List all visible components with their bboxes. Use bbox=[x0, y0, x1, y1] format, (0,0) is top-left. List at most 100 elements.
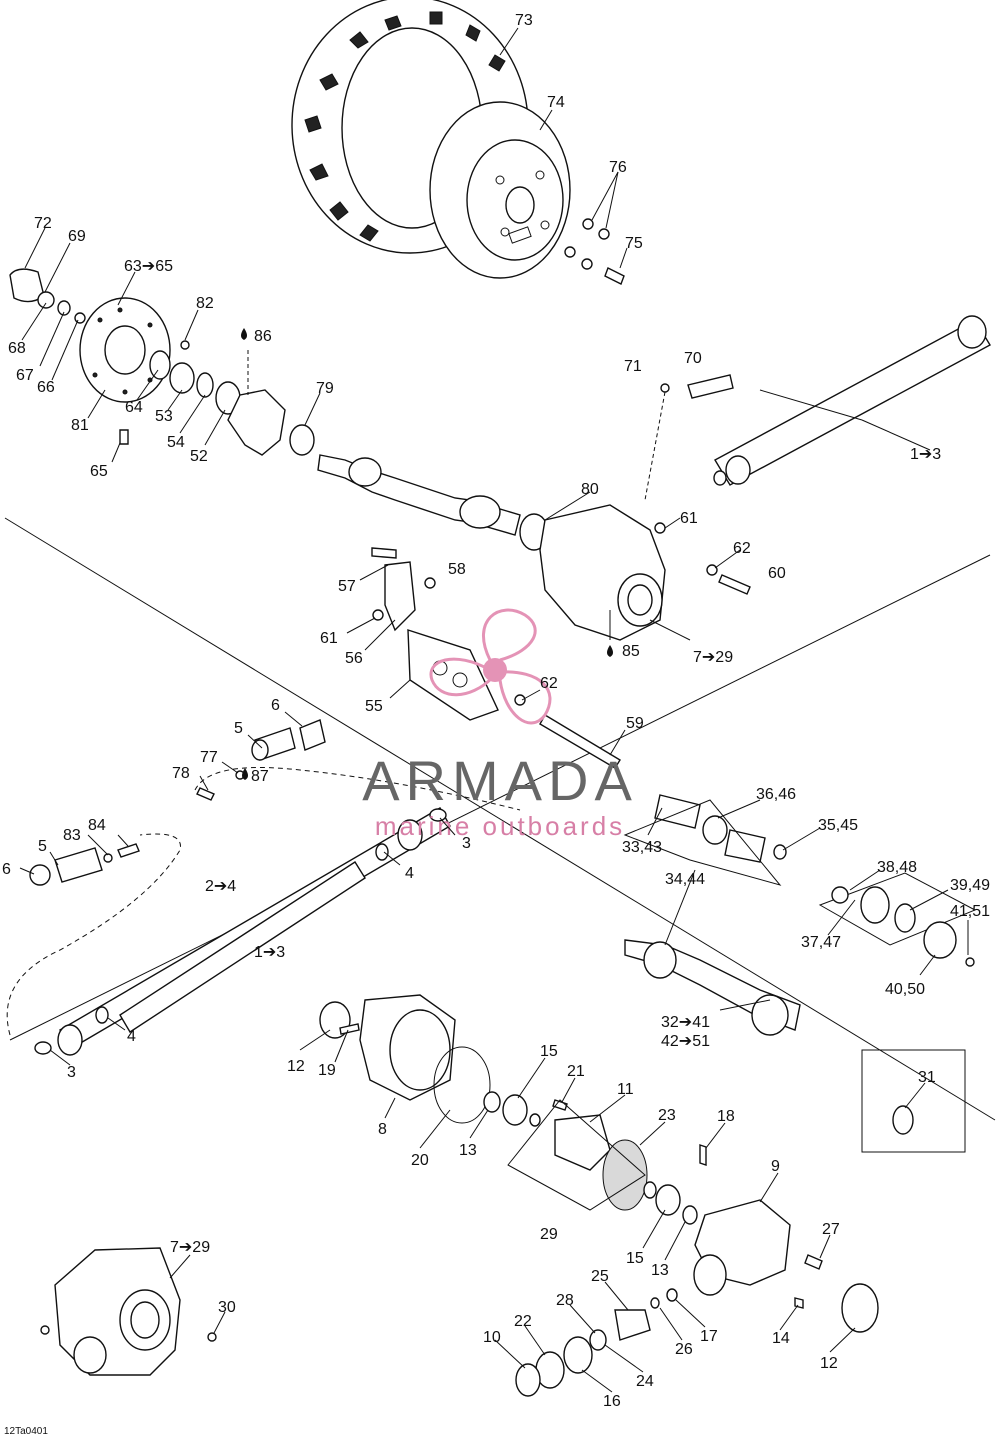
drop-icons bbox=[241, 328, 613, 780]
wheel-nuts bbox=[564, 218, 625, 285]
rear-propeller-shaft bbox=[6, 767, 521, 1056]
callout: 12 bbox=[820, 1355, 838, 1372]
callout: 57 bbox=[338, 578, 356, 595]
callout: 83 bbox=[63, 827, 81, 844]
callout: 11 bbox=[617, 1081, 634, 1098]
callout: 75 bbox=[625, 235, 643, 252]
callout: 13 bbox=[651, 1262, 669, 1279]
callout: 58 bbox=[448, 561, 466, 578]
callout: 78 bbox=[172, 765, 190, 782]
callout: 4 bbox=[127, 1028, 136, 1045]
callout: 3 bbox=[67, 1064, 76, 1081]
callout: 32➔41 bbox=[661, 1014, 710, 1031]
callout: 34,44 bbox=[665, 871, 705, 888]
assembled-differential bbox=[40, 1247, 217, 1376]
callout: 66 bbox=[37, 379, 55, 396]
callout: 17 bbox=[700, 1328, 718, 1345]
callout: 33,43 bbox=[622, 839, 662, 856]
brake-disc bbox=[79, 297, 171, 403]
drop-icon bbox=[241, 328, 247, 340]
callout: 53 bbox=[155, 408, 173, 425]
callout: 22 bbox=[514, 1313, 532, 1330]
callout: 61 bbox=[680, 510, 698, 527]
callout: 29 bbox=[540, 1226, 558, 1243]
callout: 87 bbox=[251, 768, 269, 785]
callout: 41,51 bbox=[950, 903, 990, 920]
callout: 85 bbox=[622, 643, 640, 660]
front-drive-shaft bbox=[317, 454, 549, 551]
section-divider-lines bbox=[4, 517, 996, 1121]
callout: 2➔4 bbox=[205, 878, 236, 895]
callout: 42➔51 bbox=[661, 1033, 710, 1050]
callout: 18 bbox=[717, 1108, 735, 1125]
driveshaft-couplers-lower bbox=[29, 843, 140, 886]
callout: 74 bbox=[547, 94, 565, 111]
callout: 72 bbox=[34, 215, 52, 232]
mounting-bracket bbox=[371, 547, 621, 769]
callout: 1➔3 bbox=[910, 446, 941, 463]
callout: 16 bbox=[603, 1393, 621, 1410]
callout: 59 bbox=[626, 715, 644, 732]
callout: 25 bbox=[591, 1268, 609, 1285]
callout: 15 bbox=[626, 1250, 644, 1267]
callout: 71 bbox=[624, 358, 642, 375]
callout: 36,46 bbox=[756, 786, 796, 803]
callout: 79 bbox=[316, 380, 334, 397]
callout: 5 bbox=[234, 720, 243, 737]
callout: 24 bbox=[636, 1373, 654, 1390]
callout: 86 bbox=[254, 328, 272, 345]
callout: 23 bbox=[658, 1107, 676, 1124]
callout: 7➔29 bbox=[170, 1239, 210, 1256]
wheel-rim bbox=[429, 101, 571, 279]
leader-lines bbox=[19, 27, 969, 1393]
front-differential-housing bbox=[539, 504, 751, 641]
steering-knuckle bbox=[227, 350, 315, 456]
callout: 1➔3 bbox=[254, 944, 285, 961]
drawing-code: 12Ta0401 bbox=[4, 1426, 48, 1437]
callout: 4 bbox=[405, 865, 414, 882]
armada-logo bbox=[429, 608, 552, 725]
watermark-brand: ARMADA bbox=[362, 749, 638, 812]
callout: 84 bbox=[88, 817, 106, 834]
callout: 81 bbox=[71, 417, 89, 434]
callout: 68 bbox=[8, 340, 26, 357]
drop-icon bbox=[607, 645, 613, 657]
callout: 62 bbox=[733, 540, 751, 557]
callout: 6 bbox=[2, 861, 11, 878]
callout-labels: 73 74 76 75 72 69 63➔65 82 86 68 67 66 8… bbox=[2, 12, 990, 1410]
callout: 73 bbox=[515, 12, 533, 29]
callout: 27 bbox=[822, 1221, 840, 1238]
callout: 12 bbox=[287, 1058, 305, 1075]
drop-icon bbox=[242, 768, 248, 780]
callout: 10 bbox=[483, 1329, 501, 1346]
callout: 8 bbox=[378, 1121, 387, 1138]
callout: 65 bbox=[90, 463, 108, 480]
callout: 13 bbox=[459, 1142, 477, 1159]
callout: 55 bbox=[365, 698, 383, 715]
rear-differential-parts bbox=[319, 994, 879, 1397]
propeller-shaft-upper bbox=[713, 315, 991, 486]
callout: 30 bbox=[218, 1299, 236, 1316]
callout: 40,50 bbox=[885, 981, 925, 998]
callout: 37,47 bbox=[801, 934, 841, 951]
callout: 9 bbox=[771, 1158, 780, 1175]
callout: 21 bbox=[567, 1063, 585, 1080]
callout: 31 bbox=[918, 1069, 936, 1086]
callout: 15 bbox=[540, 1043, 558, 1060]
callout: 7➔29 bbox=[693, 649, 733, 666]
callout: 56 bbox=[345, 650, 363, 667]
callout: 69 bbox=[68, 228, 86, 245]
callout: 62 bbox=[540, 675, 558, 692]
callout: 19 bbox=[318, 1062, 336, 1079]
callout: 26 bbox=[675, 1341, 693, 1358]
callout: 54 bbox=[167, 434, 185, 451]
callout: 6 bbox=[271, 697, 280, 714]
callout: 77 bbox=[200, 749, 218, 766]
callout: 35,45 bbox=[818, 817, 858, 834]
callout: 60 bbox=[768, 565, 786, 582]
callout: 14 bbox=[772, 1330, 790, 1347]
watermark-tagline: marine outboards bbox=[375, 811, 625, 841]
callout: 20 bbox=[411, 1152, 429, 1169]
driveshaft-couplers-upper bbox=[196, 719, 326, 801]
